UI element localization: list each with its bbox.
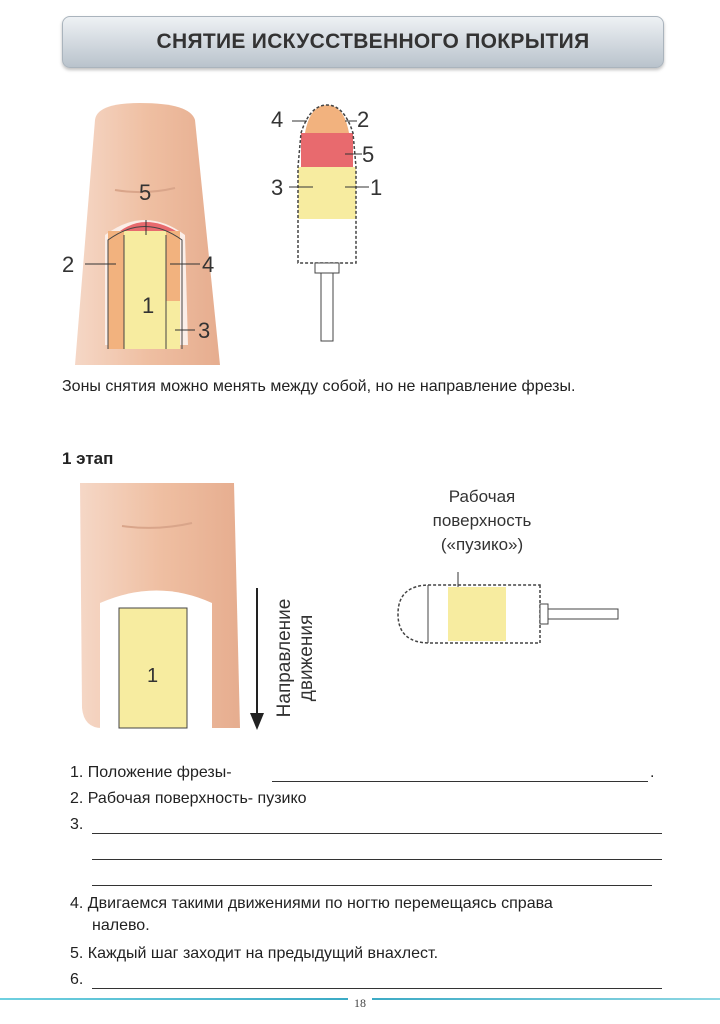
bit-label-3: 3 <box>271 175 283 200</box>
stage1-nail-diagram: 1 Направление движения <box>80 483 317 730</box>
stage-heading: 1 этап <box>62 449 114 468</box>
bit-outline <box>397 584 541 644</box>
page-header: СНЯТИЕ ИСКУССТВЕННОГО ПОКРЫТИЯ <box>62 16 664 68</box>
surface-label-2: поверхность <box>433 511 532 530</box>
bit-collar <box>539 603 549 625</box>
bit-collar <box>314 262 340 274</box>
zone-2 <box>108 231 124 349</box>
blank-line-3a <box>92 833 662 834</box>
nail-outline <box>107 226 183 349</box>
page-number: 18 <box>0 996 720 1011</box>
bit-tip-zone-4 <box>305 105 349 133</box>
bit-zones-diagram: 4 2 5 3 1 <box>271 104 382 342</box>
direction-label-1: Направление <box>274 599 295 718</box>
direction-arrowhead <box>250 713 264 730</box>
bit-zone-5 <box>301 133 353 167</box>
list-item-3: 3. <box>70 816 84 833</box>
label-4: 4 <box>202 252 214 277</box>
bit-outline <box>297 104 357 264</box>
blank-line-3b <box>92 859 662 860</box>
bit-shank <box>547 608 619 620</box>
bit-label-2: 2 <box>357 107 369 132</box>
finger-crease <box>121 522 193 529</box>
stage1-bit-diagram: Рабочая поверхность («пузико») <box>397 487 619 644</box>
bit-label-1: 1 <box>370 175 382 200</box>
direction-label-2: движения <box>296 615 317 701</box>
zone-label: 1 <box>147 665 158 687</box>
blank-line-1 <box>272 781 648 782</box>
surface-label-1: Рабочая <box>449 487 516 506</box>
list-item-1-period: . <box>650 764 655 781</box>
bit-label-4: 4 <box>271 107 283 132</box>
blank-line-3c <box>92 885 652 886</box>
blank-line-6 <box>92 988 662 989</box>
nail-zones-diagram: 5 2 4 1 3 <box>62 103 220 365</box>
list-item-2: 2. Рабочая поверхность- пузико <box>70 790 307 807</box>
bit-zone-1-3 <box>298 167 356 219</box>
surface-label-3: («пузико») <box>441 535 523 554</box>
label-5: 5 <box>139 180 151 205</box>
bit-shank <box>320 272 334 342</box>
label-2: 2 <box>62 252 74 277</box>
bit-working-zone <box>448 587 506 641</box>
zone-1 <box>118 607 188 729</box>
page-title: СНЯТИЕ ИСКУССТВЕННОГО ПОКРЫТИЯ <box>156 30 590 53</box>
list-item-6: 6. <box>70 971 84 988</box>
bit-white-zone <box>298 219 356 263</box>
list-item-5: 5. Каждый шаг заходит на предыдущий внах… <box>70 945 439 962</box>
list-item-4: 4. Двигаемся такими движениями по ногтю … <box>70 895 553 934</box>
bit-label-5: 5 <box>362 142 374 167</box>
list-item-1: 1. Положение фрезы- <box>70 764 232 781</box>
label-3: 3 <box>198 318 210 343</box>
caption-text: Зоны снятия можно менять между собой, но… <box>62 378 576 395</box>
label-1: 1 <box>142 293 154 318</box>
finger-crease <box>114 187 176 194</box>
zone-4 <box>166 231 180 301</box>
